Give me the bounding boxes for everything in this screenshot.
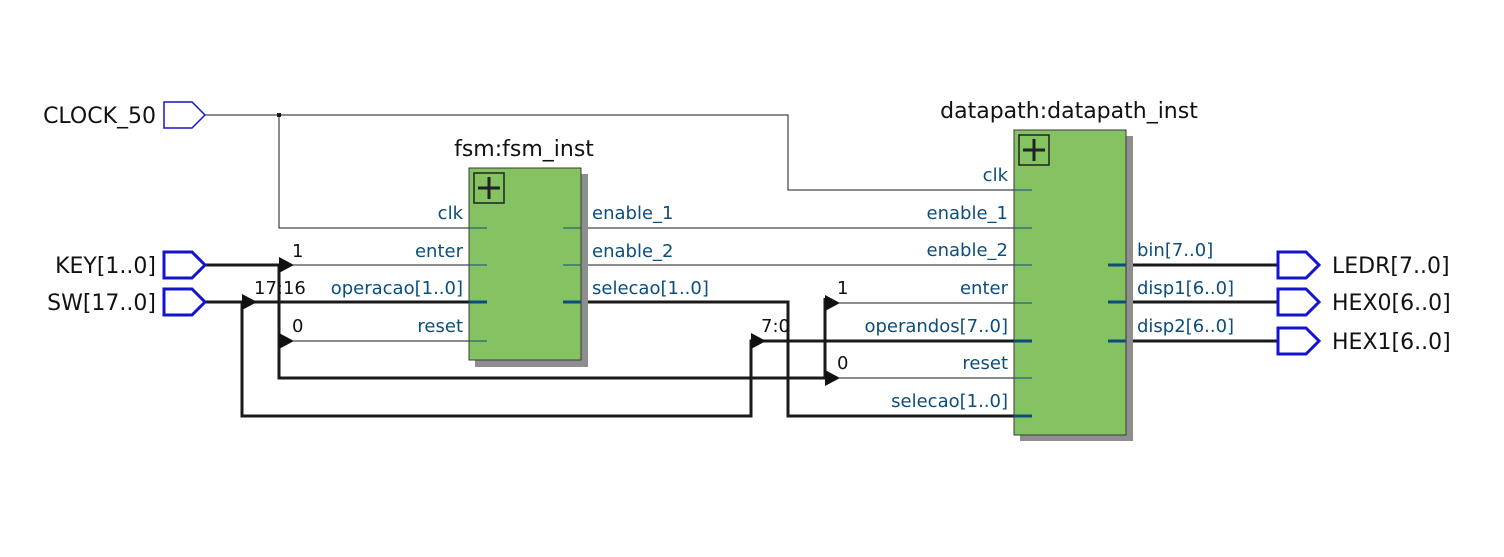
output-pin-hex1[interactable]: HEX1[6..0]: [1276, 326, 1451, 356]
clock-net-datapath: [205, 114, 1014, 191]
input-pin-key[interactable]: KEY[1..0]: [55, 250, 208, 280]
output-pins: LEDR[7..0] HEX0[6..0] HEX1[6..0]: [1276, 250, 1451, 356]
nets: [205, 114, 1014, 379]
fsm-port-enable-1: enable_1: [592, 203, 673, 224]
buses: [205, 263, 1278, 418]
datapath-port-bin: bin[7..0]: [1137, 240, 1213, 261]
ripper-sw-fsm-operacao: [242, 294, 257, 310]
fsm-port-selecao: selecao[1..0]: [592, 278, 709, 299]
ripper-key-fsm-enter: [279, 257, 294, 273]
datapath-port-selecao: selecao[1..0]: [891, 391, 1008, 412]
datapath-port-enable-1: enable_1: [927, 203, 1008, 224]
bit-label-sw-fsm-operacao: 17:16: [254, 278, 306, 299]
fsm-expand-icon[interactable]: [473, 172, 505, 204]
output-pin-hex0[interactable]: HEX0[6..0]: [1276, 287, 1451, 317]
input-pin-key-shape: [162, 250, 208, 280]
fsm-port-enter: enter: [415, 241, 464, 262]
fsm-port-clk: clk: [438, 203, 464, 224]
output-pin-ledr-label: LEDR[7..0]: [1332, 254, 1450, 279]
datapath-block-body: [1013, 129, 1127, 436]
fsm-block[interactable]: fsm:fsm_inst clk enter operacao[1..0] re…: [331, 137, 709, 367]
bit-label-key-dp-reset: 0: [837, 353, 848, 374]
input-pin-clock[interactable]: CLOCK_50: [43, 101, 207, 129]
output-pin-hex0-shape: [1276, 287, 1322, 317]
datapath-port-enter: enter: [960, 278, 1009, 299]
key-bus: [205, 263, 825, 380]
bus-rippers: [242, 257, 840, 386]
datapath-port-clk: clk: [983, 165, 1009, 186]
datapath-port-disp2: disp2[6..0]: [1137, 316, 1234, 337]
bit-label-key-dp-enter: 1: [837, 278, 848, 299]
datapath-port-enable-2: enable_2: [927, 240, 1008, 261]
datapath-port-stubs: [1014, 189, 1126, 418]
datapath-instance-name: datapath:datapath_inst: [940, 99, 1198, 124]
output-pin-ledr[interactable]: LEDR[7..0]: [1276, 250, 1450, 280]
output-pin-ledr-shape: [1276, 250, 1322, 280]
bit-range-labels: 1 17:16 0 7:0 1 0: [254, 241, 848, 374]
input-pin-sw-label: SW[17..0]: [47, 291, 156, 316]
datapath-port-reset: reset: [962, 353, 1008, 374]
fsm-instance-name: fsm:fsm_inst: [454, 137, 594, 162]
fsm-port-enable-2: enable_2: [592, 241, 673, 262]
input-pin-clock-shape: [163, 101, 207, 129]
ripper-sw-dp-operandos: [751, 333, 766, 349]
ripper-key-fsm-reset: [279, 333, 294, 349]
input-pin-sw-shape: [162, 287, 208, 317]
output-pin-hex0-label: HEX0[6..0]: [1332, 291, 1451, 316]
datapath-port-operandos: operandos[7..0]: [864, 316, 1008, 337]
output-pin-hex1-shape: [1276, 326, 1322, 356]
datapath-port-disp1: disp1[6..0]: [1137, 278, 1234, 299]
input-pin-key-label: KEY[1..0]: [55, 254, 156, 279]
ripper-key-dp-enter: [825, 295, 840, 311]
output-pin-hex1-label: HEX1[6..0]: [1332, 330, 1451, 355]
fsm-port-reset: reset: [417, 316, 463, 337]
datapath-block[interactable]: datapath:datapath_inst clk enable_1 enab…: [864, 99, 1234, 441]
bit-label-key-fsm-reset: 0: [292, 316, 303, 337]
sw-bus-operandos: [240, 302, 1014, 418]
datapath-expand-icon[interactable]: [1018, 134, 1050, 166]
clock-junction-dot: [277, 113, 281, 117]
input-pins: CLOCK_50 KEY[1..0] SW[17..0]: [43, 101, 208, 317]
ripper-key-dp-reset: [825, 370, 840, 386]
clock-net-fsm: [278, 115, 469, 229]
bit-label-key-fsm-enter: 1: [292, 241, 303, 262]
selecao-bus: [581, 300, 1014, 418]
fsm-port-operacao: operacao[1..0]: [331, 278, 463, 299]
input-pin-sw[interactable]: SW[17..0]: [47, 287, 208, 317]
bit-label-sw-dp-operandos: 7:0: [761, 316, 790, 337]
fsm-port-stubs: [469, 227, 581, 342]
input-pin-clock-label: CLOCK_50: [43, 104, 156, 129]
